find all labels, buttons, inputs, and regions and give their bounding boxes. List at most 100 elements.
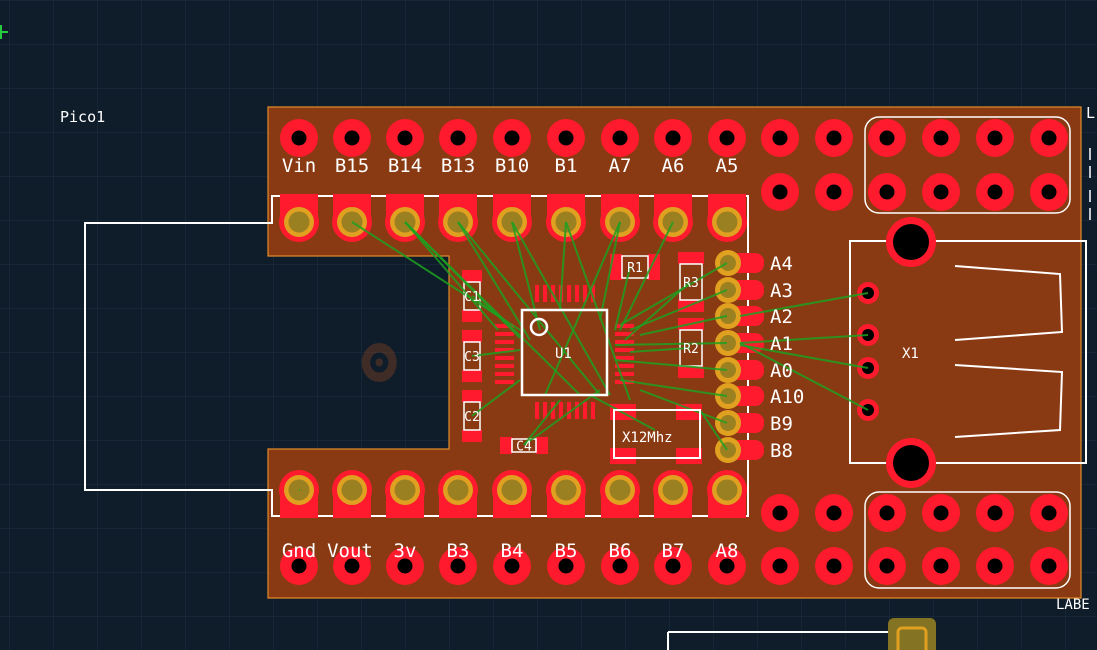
capacitor-c3[interactable] [462, 330, 482, 382]
top-header-pad-2[interactable] [386, 119, 424, 157]
ratsnest-wire [523, 389, 601, 446]
module-top-pad-1[interactable] [332, 194, 372, 242]
ratsnest-wire [404, 221, 499, 331]
module-side-pad-2[interactable] [715, 303, 764, 329]
usb-pad-1[interactable] [886, 438, 936, 488]
right-pin-label: B9 [770, 413, 793, 435]
top-header-pad-5[interactable] [547, 119, 585, 157]
usb-header-bottom-row2-pad-3[interactable] [1030, 547, 1068, 585]
crystal-pads[interactable] [610, 404, 702, 464]
right-pin-label: A10 [770, 386, 804, 408]
bottom-header-pad-4[interactable] [493, 547, 531, 585]
resistor-r1[interactable] [610, 254, 660, 280]
module-side-pad-6[interactable] [715, 410, 764, 436]
module-bottom-pad-8[interactable] [707, 470, 747, 518]
top-pin-label: A7 [609, 155, 632, 177]
top-header-pad-7[interactable] [654, 119, 692, 157]
usb-header-bottom-row2-pad-0[interactable] [868, 547, 906, 585]
usb-header-bottom-pad-2[interactable] [976, 494, 1014, 532]
module-bottom-pad-5[interactable] [546, 470, 586, 518]
bottom-extra-pad-row2-1[interactable] [815, 547, 853, 585]
usb-header-top-row2-pad-2[interactable] [976, 173, 1014, 211]
usb-header-bottom-row2-pad-1[interactable] [922, 547, 960, 585]
ratsnest-wire [639, 315, 728, 336]
module-top-pad-6[interactable] [600, 194, 640, 242]
top-extra-pad-0[interactable] [761, 119, 799, 157]
ratsnest-wire [699, 409, 728, 451]
usb-header-top-row2-pad-3[interactable] [1030, 173, 1068, 211]
offscreen-label-fragment: L [1086, 104, 1095, 122]
bottom-extra-pad-0[interactable] [761, 494, 799, 532]
module-side-pad-7[interactable] [715, 437, 764, 463]
usb-header-top-row2-pad-0[interactable] [868, 173, 906, 211]
module-top-pad-3[interactable] [438, 194, 478, 242]
bottom-header-pad-5[interactable] [547, 547, 585, 585]
top-header-pad-8[interactable] [708, 119, 746, 157]
ratsnest-wire [457, 221, 531, 341]
bottom-header-pad-1[interactable] [333, 547, 371, 585]
bottom-pin-label: 3v [394, 540, 417, 562]
capacitor-c3-label: C3 [464, 350, 480, 365]
usb-header-bottom-pad-0[interactable] [868, 494, 906, 532]
top-extra-pad-row2-1[interactable] [815, 173, 853, 211]
top-header-pad-0[interactable] [280, 119, 318, 157]
top-header-pad-4[interactable] [493, 119, 531, 157]
module-bottom-pad-6[interactable] [600, 470, 640, 518]
usb-header-top-row2-pad-1[interactable] [922, 173, 960, 211]
resistor-r3-label: R3 [683, 276, 699, 291]
right-pin-label: A3 [770, 280, 793, 302]
module-top-pad-7[interactable] [653, 194, 693, 242]
ratsnest-wire [739, 344, 869, 369]
module-bottom-pad-0[interactable] [279, 470, 319, 518]
top-header-pad-3[interactable] [439, 119, 477, 157]
ratsnest-wire [629, 347, 691, 353]
module-bottom-pad-2[interactable] [385, 470, 425, 518]
module-side-pad-4[interactable] [715, 357, 764, 383]
bottom-header-pad-6[interactable] [601, 547, 639, 585]
capacitor-c4[interactable] [500, 437, 548, 454]
module-outline [84, 195, 749, 517]
usb-header-bottom-row2-pad-2[interactable] [976, 547, 1014, 585]
bottom-extra-pad-row2-0[interactable] [761, 547, 799, 585]
usb-connector-label: X1 [902, 346, 919, 362]
board-watermark: ʘ [360, 322, 399, 396]
bottom-pin-label: Vout [327, 540, 373, 562]
usb-header-bottom-pad-1[interactable] [922, 494, 960, 532]
top-header-pad-6[interactable] [601, 119, 639, 157]
bottom-header-pad-8[interactable] [708, 547, 746, 585]
module-bottom-pad-3[interactable] [438, 470, 478, 518]
bottom-header-pad-7[interactable] [654, 547, 692, 585]
module-bottom-pad-7[interactable] [653, 470, 693, 518]
module-top-pad-8[interactable] [707, 194, 747, 242]
module-bottom-pad-4[interactable] [492, 470, 532, 518]
ratsnest-wire [471, 379, 521, 417]
module-side-pad-1[interactable] [715, 277, 764, 303]
top-extra-pad-row2-0[interactable] [761, 173, 799, 211]
usb-header-top-pad-0[interactable] [868, 119, 906, 157]
right-pin-label: A0 [770, 360, 793, 382]
module-side-pad-5[interactable] [715, 383, 764, 409]
capacitor-c2[interactable] [462, 390, 482, 442]
bottom-header-pad-2[interactable] [386, 547, 424, 585]
bottom-extra-pad-1[interactable] [815, 494, 853, 532]
bottom-header-pad-0[interactable] [280, 547, 318, 585]
usb-header-bottom-pad-3[interactable] [1030, 494, 1068, 532]
module-top-pad-4[interactable] [492, 194, 532, 242]
usb-header-top-pad-3[interactable] [1030, 119, 1068, 157]
header-box-top-right [864, 116, 1071, 214]
ratsnest-wire [471, 349, 521, 357]
top-extra-pad-1[interactable] [815, 119, 853, 157]
top-header-pad-1[interactable] [333, 119, 371, 157]
bottom-header-pad-3[interactable] [439, 547, 477, 585]
module-top-pad-0[interactable] [279, 194, 319, 242]
usb-header-top-pad-1[interactable] [922, 119, 960, 157]
smd-layer [462, 252, 704, 464]
usb-header-top-pad-2[interactable] [976, 119, 1014, 157]
mcu-label: U1 [555, 346, 572, 362]
mcu-chip[interactable] [520, 308, 609, 397]
module-side-pad-0[interactable] [715, 250, 764, 276]
module-bottom-pad-1[interactable] [332, 470, 372, 518]
capacitor-c1[interactable] [462, 270, 482, 322]
usb-pad-0[interactable] [886, 217, 936, 267]
